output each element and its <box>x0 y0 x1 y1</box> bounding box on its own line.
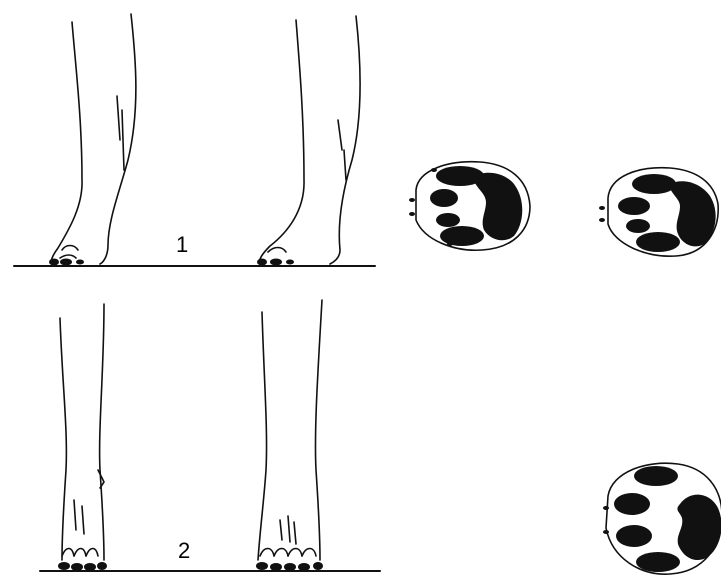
row1-leg-left <box>51 14 136 264</box>
row1-leg-left-toes <box>49 259 84 266</box>
row1-leg-right-toes <box>257 259 294 266</box>
row2-leg-left-toes <box>58 562 107 571</box>
row2-leg-right-toes <box>256 562 323 571</box>
row-label-1: 1 <box>176 232 188 258</box>
paw-print-1 <box>409 162 530 250</box>
paw-print-3 <box>603 463 721 574</box>
row2-leg-left <box>60 304 104 560</box>
row1-leg-right <box>259 16 360 264</box>
row-label-2: 2 <box>178 538 190 564</box>
paw-print-2 <box>599 168 718 256</box>
row2-leg-right <box>258 300 322 560</box>
